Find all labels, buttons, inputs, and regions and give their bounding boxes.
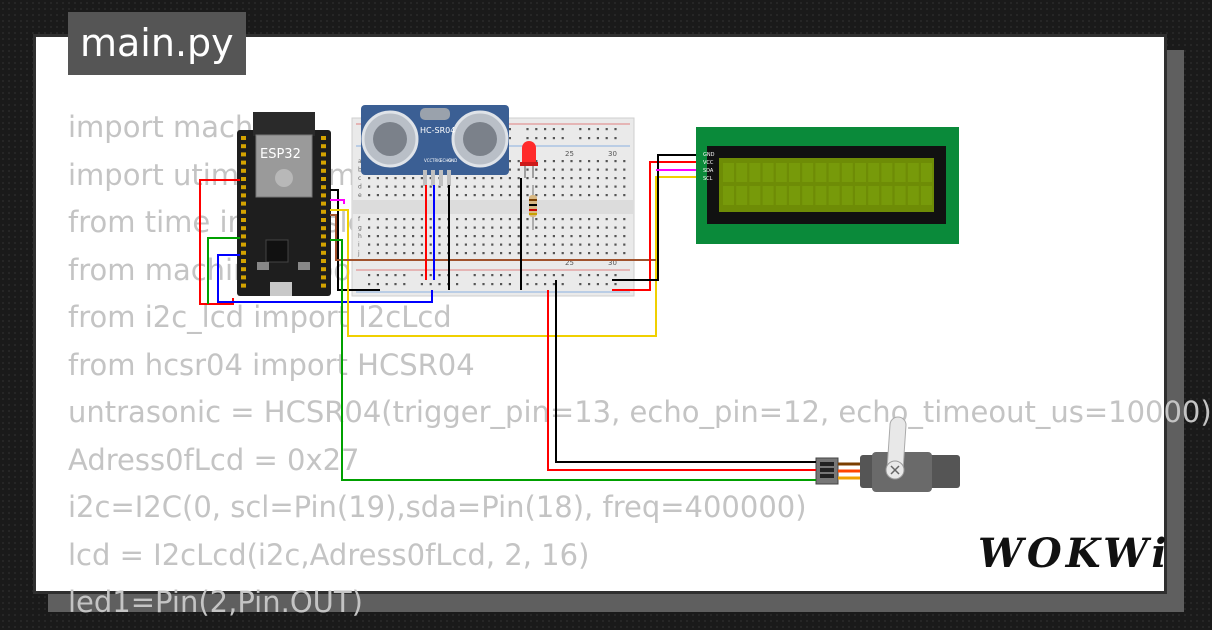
sensor-pin-gnd: GND [448,158,457,163]
lcd-character-cells [723,163,932,205]
bb-col-label-25: 25 [565,150,574,158]
lcd-pin-gnd: GND [703,152,715,158]
esp32-board[interactable]: ESP32 [237,112,331,296]
lcd-display[interactable]: GND VCC SDA SCL [696,127,959,244]
lcd-pin-vcc: VCC [703,160,714,166]
esp32-label: ESP32 [260,147,301,162]
breadboard-row-label: h [358,233,362,240]
sensor-pin-vcc: VCC [424,158,433,163]
breadboard-row-label: j [357,250,360,257]
sensor-pin-echo: ECHO [440,158,451,163]
esp32-pins [241,136,326,288]
code-line: from i2c_lcd import I2cLcd [68,300,452,334]
breadboard-row-label: d [358,184,362,191]
code-line: Adress0fLcd = 0x27 [68,442,360,477]
code-line: i2c=I2C(0, scl=Pin(19),sda=Pin(18), freq… [68,490,807,524]
breadboard-row-label: e [358,192,362,199]
red-led[interactable] [520,141,538,178]
code-line: lcd = I2cLcd(i2c,Adress0fLcd, 2, 16) [68,537,590,572]
breadboard-row-label: i [358,242,360,249]
bb-col-label-30-bottom: 30 [608,259,617,267]
lcd-pin-sda: SDA [703,168,714,174]
breadboard-row-label: a [358,158,362,165]
bb-col-label-25-bottom: 25 [565,259,574,267]
file-tab[interactable]: main.py [68,12,246,75]
breadboard-row-label: g [358,225,362,232]
servo-motor[interactable] [815,416,960,492]
resistor[interactable] [529,185,537,230]
bb-col-label-30: 30 [608,150,617,158]
lcd-pin-scl: SCL [703,176,713,182]
ultrasonic-sensor[interactable]: HC-SR04 VCC TRIG ECHO GND [361,105,509,186]
wokwi-logo: WOKWi [978,530,1171,577]
breadboard-row-label: b [358,167,362,174]
code-line: led1=Pin(2,Pin.OUT) [68,585,363,619]
breadboard-row-label: f [358,216,361,223]
sensor-pin-trig: TRIG [431,158,442,163]
breadboard-row-label: c [358,175,361,182]
code-line: from hcsr04 import HCSR04 [68,347,475,382]
wires [199,154,816,481]
sensor-label: HC-SR04 [420,126,455,135]
